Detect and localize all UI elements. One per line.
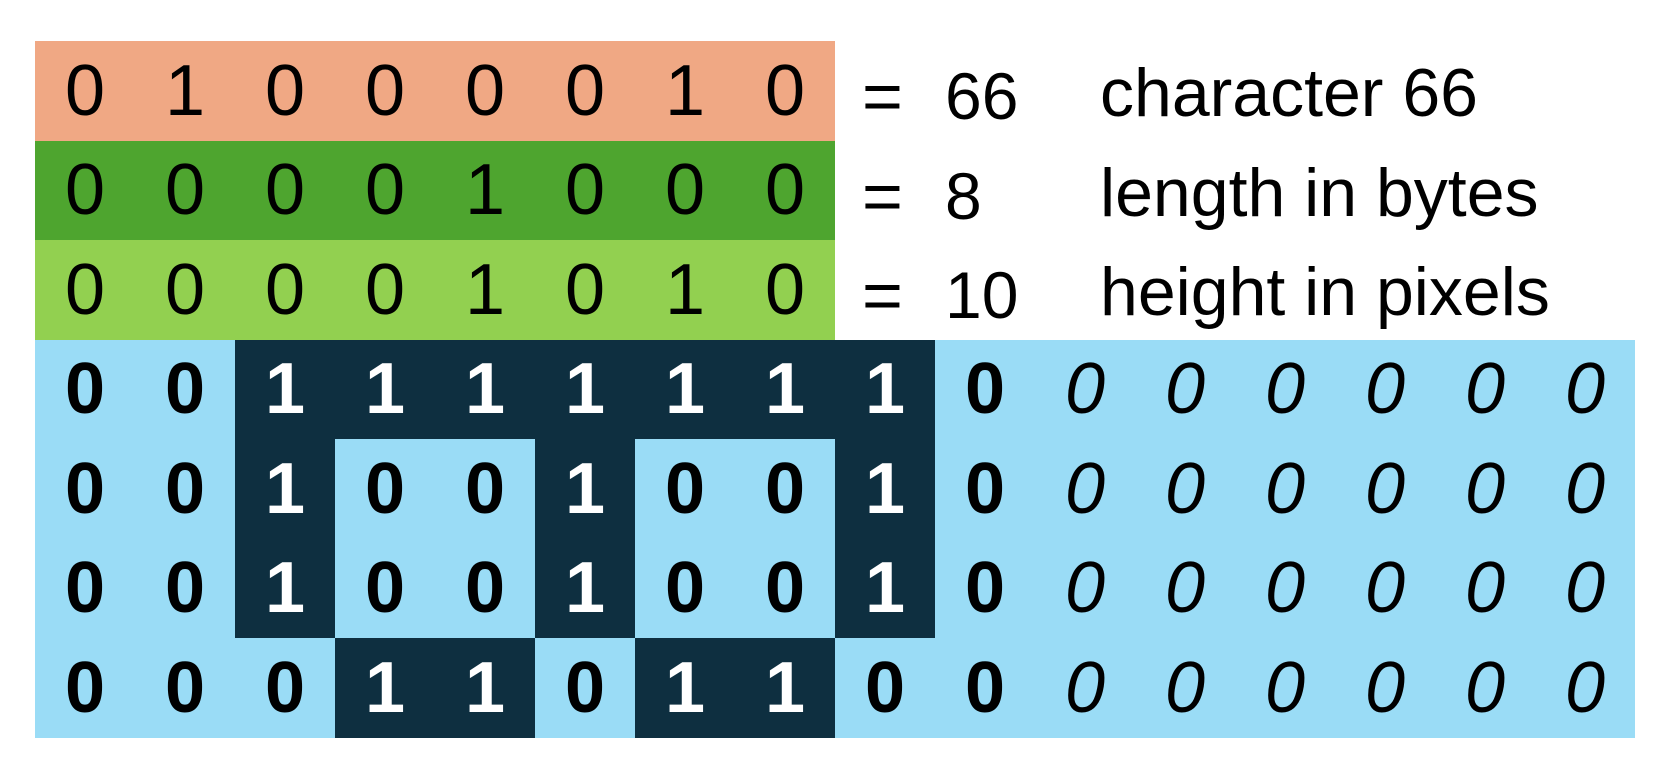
- bitmap-pixel-off: 0: [35, 439, 135, 539]
- bitmap-pixel-off: 0: [335, 439, 435, 539]
- bitmap-padding-bit: 0: [1035, 439, 1135, 539]
- bitmap-padding-bit: 0: [1235, 638, 1335, 738]
- character-bit: 0: [335, 41, 435, 141]
- character-bit: 0: [435, 41, 535, 141]
- bitmap-padding-bit: 0: [1035, 538, 1135, 638]
- bitmap-pixel-on: 1: [235, 538, 335, 638]
- length-bit: 0: [235, 140, 335, 240]
- bitmap-padding-bit: 0: [1135, 538, 1235, 638]
- bitmap-pixel-off: 0: [135, 538, 235, 638]
- bitmap-pixel-off: 0: [435, 439, 535, 539]
- bitmap-pixel-off: 0: [135, 339, 235, 439]
- character-label: character 66: [1100, 55, 1478, 131]
- character-bit: 0: [535, 41, 635, 141]
- bitmap-padding-bit: 0: [1035, 339, 1135, 439]
- bitmap-padding-bit: 0: [1435, 439, 1535, 539]
- bitmap-pixel-on: 1: [435, 638, 535, 738]
- bitmap-pixel-off: 0: [935, 439, 1035, 539]
- bitmap-pixel-off: 0: [635, 439, 735, 539]
- height-bit: 0: [35, 240, 135, 340]
- character-bit: 0: [235, 41, 335, 141]
- bitmap-padding-bit: 0: [1235, 439, 1335, 539]
- bitmap-padding-bit: 0: [1335, 439, 1435, 539]
- height-value: 10: [945, 258, 1019, 332]
- bitmap-pixel-off: 0: [635, 538, 735, 638]
- height-bit: 0: [335, 240, 435, 340]
- bitmap-pixel-on: 1: [535, 339, 635, 439]
- height-bit: 0: [235, 240, 335, 340]
- bitmap-pixel-off: 0: [935, 638, 1035, 738]
- bitmap-pixel-off: 0: [535, 638, 635, 738]
- height-bit: 0: [135, 240, 235, 340]
- bitmap-pixel-off: 0: [235, 638, 335, 738]
- bitmap-pixel-off: 0: [435, 538, 535, 638]
- bitmap-padding-bit: 0: [1335, 339, 1435, 439]
- bitmap-padding-bit: 0: [1535, 638, 1635, 738]
- bitmap-pixel-on: 1: [735, 339, 835, 439]
- bitmap-padding-bit: 0: [1435, 339, 1535, 439]
- bitmap-padding-bit: 0: [1335, 638, 1435, 738]
- bitmap-pixel-on: 1: [235, 439, 335, 539]
- bitmap-pixel-on: 1: [635, 638, 735, 738]
- height-equals: =: [862, 256, 903, 334]
- bitmap-padding-bit: 0: [1135, 638, 1235, 738]
- height-label: height in pixels: [1100, 254, 1550, 330]
- character-bit: 0: [35, 41, 135, 141]
- bitmap-pixel-off: 0: [935, 339, 1035, 439]
- character-equals: =: [862, 57, 903, 135]
- length-label: length in bytes: [1100, 154, 1539, 231]
- character-bit: 1: [135, 41, 235, 141]
- bitmap-padding-bit: 0: [1435, 638, 1535, 738]
- height-bit: 0: [735, 240, 835, 340]
- length-bit: 0: [335, 140, 435, 240]
- character-bit: 1: [635, 41, 735, 141]
- bitmap-padding-bit: 0: [1335, 538, 1435, 638]
- length-bit: 1: [435, 140, 535, 240]
- bitmap-pixel-off: 0: [35, 339, 135, 439]
- bitmap-pixel-off: 0: [35, 538, 135, 638]
- bitmap-padding-bit: 0: [1535, 538, 1635, 638]
- length-bit: 0: [135, 140, 235, 240]
- bitmap-padding-bit: 0: [1135, 339, 1235, 439]
- length-bit: 0: [735, 140, 835, 240]
- bitmap-pixel-off: 0: [835, 638, 935, 738]
- height-bit: 1: [635, 240, 735, 340]
- bitmap-pixel-off: 0: [735, 439, 835, 539]
- bitmap-pixel-off: 0: [735, 538, 835, 638]
- length-bit: 0: [535, 140, 635, 240]
- bitmap-pixel-off: 0: [35, 638, 135, 738]
- bitmap-pixel-on: 1: [835, 439, 935, 539]
- bitmap-pixel-on: 1: [735, 638, 835, 738]
- bitmap-padding-bit: 0: [1435, 538, 1535, 638]
- bitmap-padding-bit: 0: [1235, 538, 1335, 638]
- bitmap-pixel-off: 0: [135, 439, 235, 539]
- bitmap-pixel-on: 1: [335, 339, 435, 439]
- bitmap-pixel-on: 1: [535, 538, 635, 638]
- bitmap-pixel-off: 0: [935, 538, 1035, 638]
- bitmap-pixel-on: 1: [435, 339, 535, 439]
- length-value: 8: [945, 158, 982, 233]
- bitmap-pixel-on: 1: [235, 339, 335, 439]
- length-equals: =: [862, 156, 903, 235]
- bitmap-pixel-off: 0: [335, 538, 435, 638]
- bitmap-pixel-off: 0: [135, 638, 235, 738]
- bitmap-padding-bit: 0: [1535, 339, 1635, 439]
- length-bit: 0: [635, 140, 735, 240]
- bitmap-pixel-on: 1: [635, 339, 735, 439]
- height-bit: 1: [435, 240, 535, 340]
- bitmap-pixel-on: 1: [835, 538, 935, 638]
- character-value: 66: [945, 59, 1019, 133]
- bitmap-padding-bit: 0: [1235, 339, 1335, 439]
- bitmap-padding-bit: 0: [1035, 638, 1135, 738]
- bitmap-padding-bit: 0: [1535, 439, 1635, 539]
- bitmap-pixel-on: 1: [335, 638, 435, 738]
- length-bit: 0: [35, 140, 135, 240]
- bitmap-pixel-on: 1: [835, 339, 935, 439]
- bitmap-padding-bit: 0: [1135, 439, 1235, 539]
- character-bit: 0: [735, 41, 835, 141]
- height-bit: 0: [535, 240, 635, 340]
- bitmap-pixel-on: 1: [535, 439, 635, 539]
